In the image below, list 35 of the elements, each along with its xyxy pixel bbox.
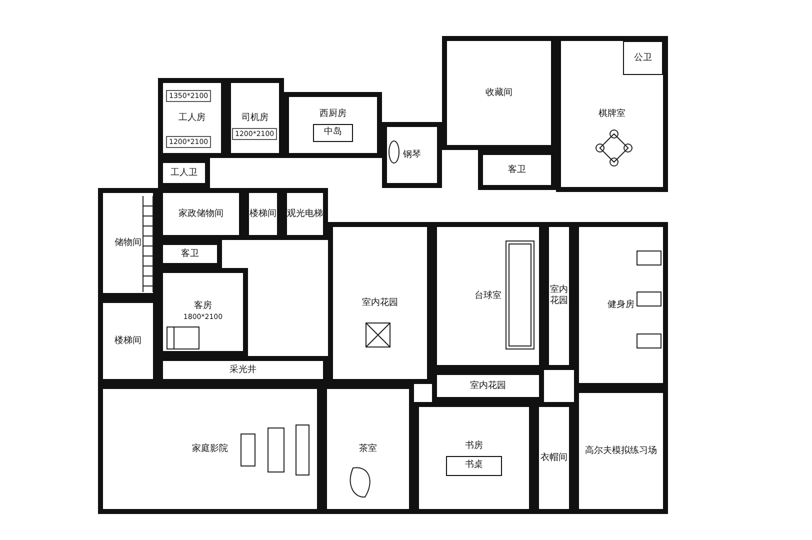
room-label: 客卫 <box>508 164 526 176</box>
room-label: 工人房 <box>178 112 206 124</box>
room-label: 室内花园 <box>362 298 398 308</box>
fixture-box <box>313 124 353 142</box>
room-label: 书桌 <box>465 460 483 471</box>
room-label: 台球室 <box>474 290 502 302</box>
room-label: 工人卫 <box>170 168 198 178</box>
room-label: 家政储物间 <box>178 208 224 220</box>
room-label: 茶室 <box>359 444 377 454</box>
room-label: 钢琴 <box>403 150 421 160</box>
room-label: 衣帽间 <box>540 452 568 464</box>
room-label: 书房 <box>465 440 483 452</box>
fixture-box <box>623 41 663 75</box>
room-label: 室内花园 <box>549 285 569 307</box>
room-label: 棋牌室 <box>598 108 626 120</box>
room-label: 公卫 <box>634 52 652 64</box>
room-label: 高尔夫模拟练习场 <box>585 446 657 456</box>
room-label: 西厨房 <box>320 108 346 120</box>
room <box>282 188 328 240</box>
room-label: 家庭影院 <box>192 444 228 454</box>
room <box>382 122 442 188</box>
room-label: 司机房 <box>242 112 268 124</box>
room-label: 中岛 <box>324 127 342 138</box>
room-label: 楼梯间 <box>250 208 276 220</box>
room-label: 储物间 <box>114 238 142 248</box>
room-label: 采光井 <box>230 364 256 376</box>
room-label: 客卫 <box>181 248 199 260</box>
room-label: 收藏间 <box>486 88 512 98</box>
room-label: 楼梯间 <box>114 336 142 346</box>
room-label: 健身房 <box>608 300 634 310</box>
fixture-box <box>446 456 502 476</box>
room <box>556 36 668 192</box>
room-label: 室内花园 <box>470 380 506 392</box>
room-label: 客房 <box>194 301 212 312</box>
room-label: 观光电梯 <box>287 208 323 220</box>
